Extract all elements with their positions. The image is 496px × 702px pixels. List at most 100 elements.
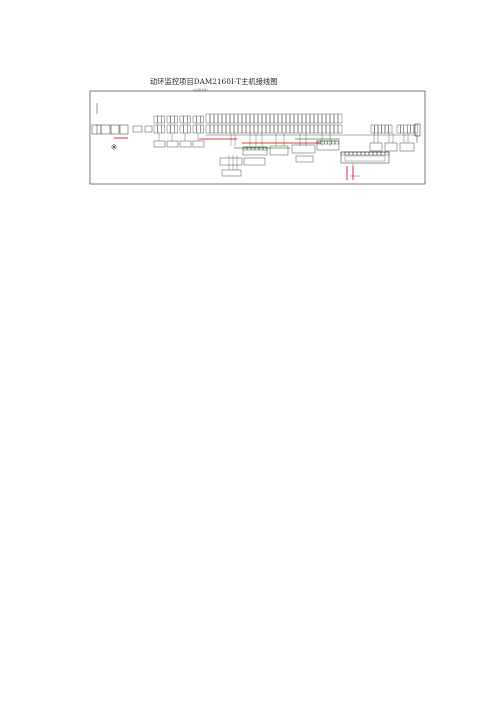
main-terminal-strip bbox=[221, 124, 227, 134]
main-terminal-strip bbox=[321, 124, 327, 134]
main-terminal-strip bbox=[257, 124, 263, 134]
main-terminal-strip bbox=[261, 113, 267, 124]
main-terminal-strip bbox=[233, 124, 239, 134]
terminal-block bbox=[170, 115, 175, 124]
terminal-block bbox=[187, 124, 191, 134]
relay-module bbox=[369, 142, 383, 152]
main-terminal-strip bbox=[213, 124, 219, 134]
main-terminal-strip bbox=[313, 124, 319, 134]
terminal-block bbox=[192, 124, 197, 134]
relay-module bbox=[384, 142, 398, 152]
right-terminal-block bbox=[381, 124, 386, 134]
main-terminal-strip bbox=[273, 124, 279, 134]
main-terminal-strip bbox=[285, 113, 291, 124]
main-terminal-strip bbox=[281, 124, 287, 134]
main-terminal-strip bbox=[217, 124, 223, 134]
right-terminal-block bbox=[400, 124, 404, 134]
terminal-block bbox=[200, 124, 204, 134]
right-terminal-block bbox=[413, 124, 418, 134]
power-module bbox=[119, 124, 129, 135]
io-module-terminals bbox=[316, 140, 321, 145]
terminal-block bbox=[196, 124, 201, 134]
host-controller-terminals bbox=[348, 151, 354, 156]
main-terminal-strip bbox=[301, 124, 307, 134]
terminal-block bbox=[183, 115, 188, 124]
main-terminal-strip bbox=[241, 124, 247, 134]
io-module bbox=[219, 157, 243, 166]
main-terminal-strip bbox=[265, 124, 271, 134]
diagram-frame-layer bbox=[89, 90, 426, 185]
io-module-terminals bbox=[246, 146, 252, 151]
power-module bbox=[100, 124, 111, 135]
main-terminal-strip bbox=[265, 113, 271, 124]
terminal-block bbox=[174, 124, 178, 134]
main-terminal-strip bbox=[329, 124, 335, 134]
fuse-block bbox=[132, 125, 143, 133]
main-terminal-strip bbox=[297, 124, 303, 134]
terminal-block bbox=[157, 124, 162, 134]
host-controller-terminals bbox=[360, 151, 366, 156]
io-module bbox=[291, 144, 316, 154]
host-controller-terminals bbox=[368, 151, 374, 156]
terminal-block bbox=[161, 115, 165, 124]
io-module-terminals bbox=[254, 146, 260, 151]
main-terminal-strip bbox=[309, 124, 315, 134]
right-terminal-block bbox=[410, 124, 415, 134]
power-module bbox=[110, 124, 120, 135]
ground-symbol-core bbox=[112, 145, 116, 149]
main-terminal-strip bbox=[309, 113, 315, 124]
right-terminal-block bbox=[388, 124, 393, 134]
sensor-module bbox=[166, 140, 179, 148]
main-terminal-strip bbox=[257, 113, 263, 124]
main-terminal-strip bbox=[269, 124, 275, 134]
io-module-terminals bbox=[250, 146, 256, 151]
host-controller-terminals bbox=[356, 151, 362, 156]
main-terminal-strip bbox=[273, 113, 279, 124]
host-controller-terminals bbox=[364, 151, 370, 156]
terminal-block bbox=[153, 124, 158, 134]
right-terminal-block bbox=[370, 124, 375, 134]
document-subtitle: （以实际为准） bbox=[191, 89, 210, 92]
main-terminal-strip bbox=[321, 113, 327, 124]
host-controller-terminals bbox=[376, 151, 382, 156]
diagram-frame bbox=[89, 90, 426, 185]
document-title: 动环监控项目DAM2160I-T主机接线图 bbox=[150, 77, 278, 86]
io-module-terminals bbox=[242, 146, 248, 151]
main-terminal-strip bbox=[289, 113, 295, 124]
terminal-block bbox=[166, 124, 171, 134]
terminal-block bbox=[196, 115, 201, 124]
right-terminal-block bbox=[374, 124, 379, 134]
main-terminal-strip bbox=[337, 113, 343, 124]
host-controller-terminals bbox=[384, 151, 390, 156]
io-module bbox=[221, 169, 242, 177]
main-terminal-strip bbox=[305, 124, 311, 134]
main-terminal-strip bbox=[289, 124, 295, 134]
terminal-block bbox=[187, 115, 191, 124]
right-terminal-block bbox=[384, 124, 389, 134]
main-terminal-strip bbox=[217, 113, 223, 124]
io-module-terminals bbox=[320, 140, 325, 145]
main-terminal-strip bbox=[333, 113, 339, 124]
io-module bbox=[316, 140, 340, 151]
host-controller-terminals bbox=[344, 151, 350, 156]
main-terminal-strip bbox=[233, 113, 239, 124]
terminal-block bbox=[183, 124, 188, 134]
terminal-block bbox=[174, 115, 178, 124]
main-terminal-strip bbox=[337, 124, 343, 134]
io-module-terminals bbox=[262, 146, 268, 151]
io-module bbox=[269, 145, 289, 156]
main-terminal-strip bbox=[281, 113, 287, 124]
main-terminal-strip bbox=[317, 124, 323, 134]
io-module bbox=[243, 157, 266, 166]
main-terminal-strip bbox=[229, 113, 235, 124]
io-module-terminals bbox=[327, 140, 332, 145]
main-terminal-strip bbox=[245, 113, 251, 124]
sensor-module bbox=[179, 140, 192, 148]
io-module-terminals bbox=[334, 140, 339, 145]
terminal-block bbox=[157, 115, 162, 124]
main-terminal-strip bbox=[297, 113, 303, 124]
main-terminal-strip bbox=[213, 113, 219, 124]
io-module-terminals bbox=[258, 146, 264, 151]
